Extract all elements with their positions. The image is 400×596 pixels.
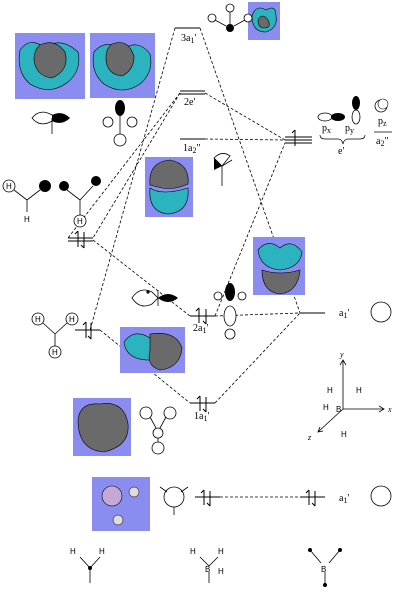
orbital-panel-2e-right [253, 237, 305, 295]
correlation-lines [67, 27, 301, 498]
schematic-2a1-p [131, 289, 178, 307]
svg-text:H: H [70, 547, 76, 556]
svg-text:H: H [356, 386, 362, 395]
orbital-panel-2e-b [90, 33, 155, 98]
svg-text:H: H [24, 215, 30, 224]
orbital-panel-2e-a [15, 33, 85, 99]
b-2s-orbital [370, 301, 392, 323]
structure-b-fragment: B [308, 548, 342, 587]
orbital-panel-core [92, 477, 150, 531]
svg-text:H: H [77, 217, 83, 226]
svg-text:H: H [327, 386, 333, 395]
schematic-1a1 [139, 406, 177, 455]
label-1a2pp: 1a2" [183, 143, 201, 155]
label-py: py [345, 123, 354, 135]
svg-text:H: H [190, 547, 196, 556]
h3-e-orbital-a: H H [2, 179, 51, 224]
electron-pairs [74, 129, 316, 507]
svg-text:B: B [205, 565, 210, 574]
svg-text:H: H [99, 547, 105, 556]
b-1s-orbital [370, 485, 392, 507]
svg-text:H: H [218, 547, 224, 556]
svg-text:H: H [35, 315, 41, 324]
structure-bh3: H H B H [190, 547, 224, 583]
axis-label-z: z [307, 433, 312, 442]
axis-frame: y x z H H B H H [307, 350, 392, 442]
label-a2pp-b: a2" [376, 136, 389, 148]
svg-text:H: H [218, 567, 224, 576]
brace-e [319, 134, 366, 145]
orbital-panel-1a2pp [145, 157, 193, 217]
label-e-prime: e' [338, 146, 344, 157]
svg-text:H: H [6, 182, 12, 191]
h3-a1-orbital: H H H [31, 312, 79, 359]
orbital-panel-3a1 [248, 2, 280, 40]
schematic-2e-b [102, 100, 138, 147]
svg-text:H: H [69, 315, 75, 324]
label-pz: pz [378, 116, 387, 128]
schematic-2a1-b [213, 283, 247, 340]
schematic-core [159, 486, 189, 515]
schematic-2e-a [31, 111, 70, 134]
h3-e-orbital-b: H [59, 176, 101, 228]
orbital-panel-1a1 [73, 398, 131, 456]
svg-text:B: B [321, 565, 326, 574]
label-2e: 2e' [184, 97, 195, 108]
structure-h3: H H [70, 547, 105, 583]
label-a1-top: a1' [339, 308, 349, 320]
axis-label-y: y [339, 350, 344, 359]
svg-text:H: H [341, 430, 347, 439]
p-orbital-icons [317, 96, 389, 125]
svg-text:B: B [336, 405, 341, 414]
label-2a1: 2a1' [193, 323, 208, 335]
svg-text:H: H [52, 348, 58, 357]
svg-text:H: H [323, 403, 329, 412]
schematic-1a2pp [213, 153, 233, 186]
label-a1-bot: a1' [339, 493, 349, 505]
orbital-panel-2a1 [120, 327, 185, 373]
label-px: px [322, 123, 331, 135]
label-1a1: 1a1' [194, 411, 209, 423]
label-3a1: 3a1' [181, 33, 196, 45]
schematic-3a1 [207, 3, 253, 32]
axis-label-x: x [387, 405, 392, 414]
